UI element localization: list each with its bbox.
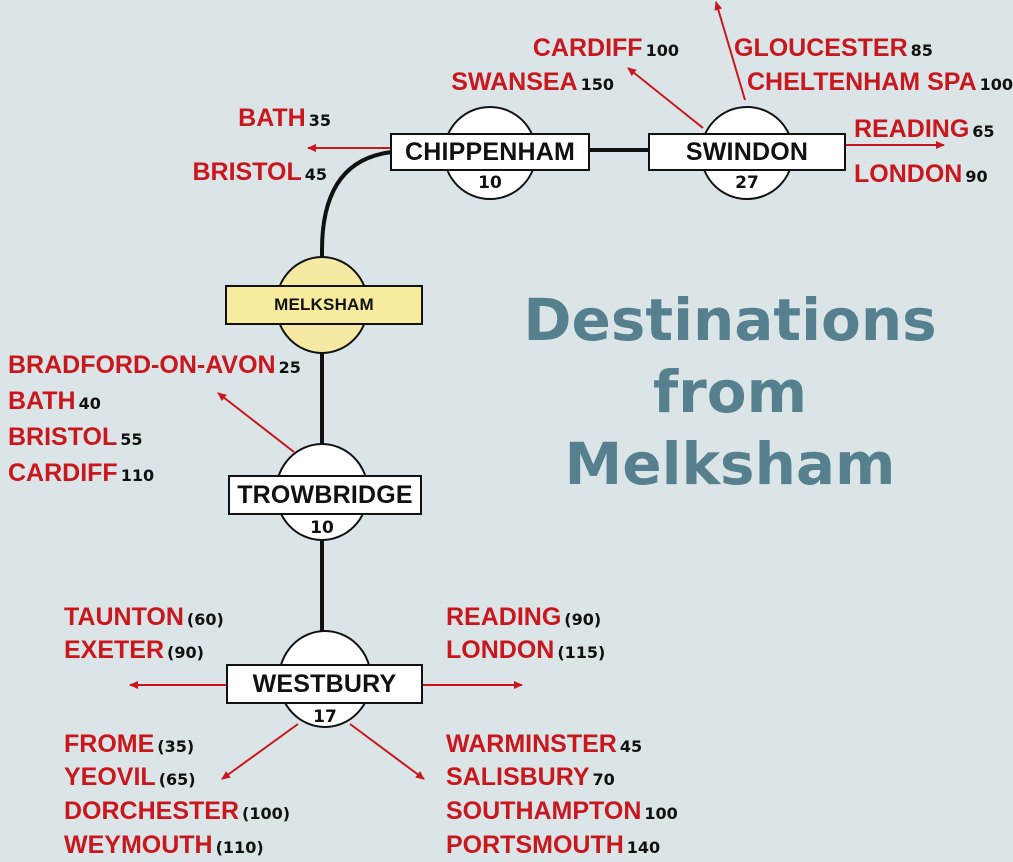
track-melksham-chippenham xyxy=(320,150,393,258)
destination-exeter: EXETER(90) xyxy=(64,636,204,664)
westbury-minutes: 17 xyxy=(313,707,337,727)
destination-weymouth: WEYMOUTH(110) xyxy=(64,831,264,859)
westbury-nameplate: WESTBURY xyxy=(226,664,423,704)
westbury-label: WESTBURY xyxy=(252,669,397,698)
destination-london-from-westbury: LONDON(115) xyxy=(446,636,606,664)
destination-taunton: TAUNTON(60) xyxy=(64,603,224,631)
destination-yeovil: YEOVIL(65) xyxy=(64,763,196,791)
page-title: Destinations from Melksham xyxy=(520,284,940,500)
melksham-label: MELKSHAM xyxy=(274,295,374,314)
title-line-1: Destinations xyxy=(523,286,937,354)
swindon-nameplate: SWINDON xyxy=(648,133,846,171)
title-line-3: Melksham xyxy=(564,430,896,498)
chippenham-nameplate: CHIPPENHAM xyxy=(390,133,590,171)
title-line-2: from xyxy=(652,358,808,426)
arrow-swindon-northwest xyxy=(627,67,704,129)
arrow-westbury-southeast xyxy=(349,723,425,780)
arrow-swindon-north xyxy=(714,1,746,101)
destination-dorchester: DORCHESTER(100) xyxy=(64,797,291,825)
swindon-minutes: 27 xyxy=(735,173,759,193)
trowbridge-label: TROWBRIDGE xyxy=(237,480,413,509)
trowbridge-minutes: 10 xyxy=(310,518,334,538)
arrow-westbury-southwest xyxy=(221,723,299,780)
arrow-trowbridge-northwest xyxy=(217,392,295,453)
destination-frome: FROME(35) xyxy=(64,730,195,758)
chippenham-label: CHIPPENHAM xyxy=(404,137,576,166)
swindon-label: SWINDON xyxy=(685,137,809,166)
chippenham-minutes: 10 xyxy=(478,173,502,193)
melksham-nameplate: MELKSHAM xyxy=(225,285,423,325)
trowbridge-nameplate: TROWBRIDGE xyxy=(228,475,422,515)
destination-reading-from-westbury: READING(90) xyxy=(446,603,602,631)
